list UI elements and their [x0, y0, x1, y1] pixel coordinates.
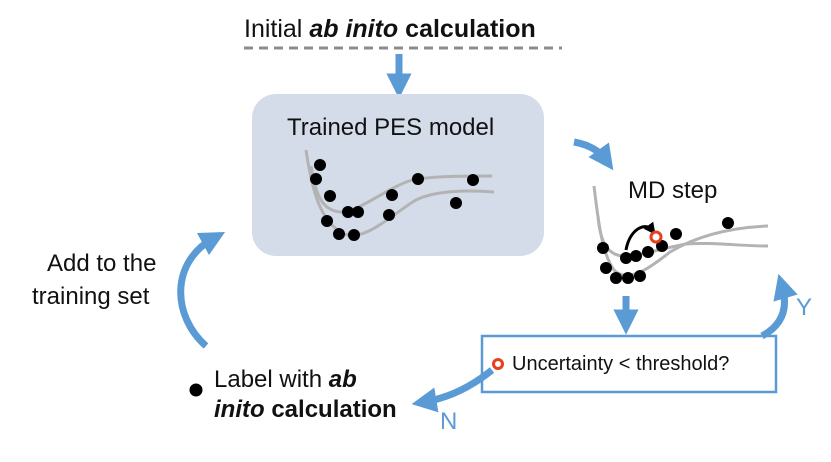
label-step-line1: Label with ab	[214, 366, 357, 394]
label-step-prefix: Label with	[214, 366, 323, 393]
data-point-icon	[610, 272, 622, 284]
data-point-icon	[333, 228, 345, 240]
label-step-suffix: calculation	[271, 396, 397, 423]
data-point-icon	[722, 217, 734, 229]
add-step-line2: training set	[32, 283, 150, 310]
label-step-line2: inito calculation	[214, 396, 397, 424]
title-prefix: Initial	[244, 15, 303, 43]
data-point-icon	[634, 270, 646, 282]
uncertain-point-icon	[492, 358, 504, 370]
data-point-icon	[597, 242, 609, 254]
data-point-icon	[600, 262, 612, 274]
data-point-icon	[656, 240, 668, 252]
data-point-icon	[467, 174, 479, 186]
data-point-icon	[620, 252, 632, 264]
page-title: Initial ab inito calculation	[244, 14, 536, 44]
md-step-arrow-icon	[624, 221, 656, 251]
label-step-emph2: inito	[214, 396, 265, 423]
label-step-emph1: ab	[328, 366, 357, 393]
yes-curved-arrow-icon	[760, 273, 798, 340]
data-point-icon	[622, 272, 634, 284]
data-point-icon	[324, 190, 336, 202]
data-point-icon	[386, 189, 398, 201]
uncertainty-box	[480, 334, 778, 394]
curved-arrow-icon	[573, 138, 614, 171]
data-point-icon	[642, 246, 654, 258]
data-point-icon	[630, 250, 642, 262]
data-point-icon	[189, 383, 203, 397]
data-point-icon	[352, 206, 364, 218]
data-point-icon	[342, 206, 354, 218]
data-point-icon	[310, 173, 322, 185]
title-emph: ab inito	[309, 15, 399, 43]
md-data-points	[597, 217, 734, 284]
data-point-icon	[670, 228, 682, 240]
data-point-icon	[383, 209, 395, 221]
add-step-line1: Add to the	[47, 250, 157, 277]
title-suffix: calculation	[405, 15, 536, 43]
no-label: N	[440, 408, 458, 435]
uncertainty-label: Uncertainty < threshold?	[512, 353, 730, 375]
data-point-icon	[450, 197, 462, 209]
data-point-icon	[321, 215, 333, 227]
no-curved-arrow-icon	[411, 367, 495, 413]
data-point-icon	[314, 159, 326, 171]
md-step-label: MD step	[628, 177, 718, 204]
yes-label: Y	[796, 294, 813, 321]
data-point-icon	[348, 229, 360, 241]
uncertain-point-icon	[649, 230, 663, 244]
pes-curves	[304, 149, 495, 237]
loop-curved-arrow-icon	[177, 231, 226, 349]
pes-data-points	[310, 159, 479, 241]
pes-box-label: Trained PES model	[287, 114, 495, 141]
data-point-icon	[412, 173, 424, 185]
